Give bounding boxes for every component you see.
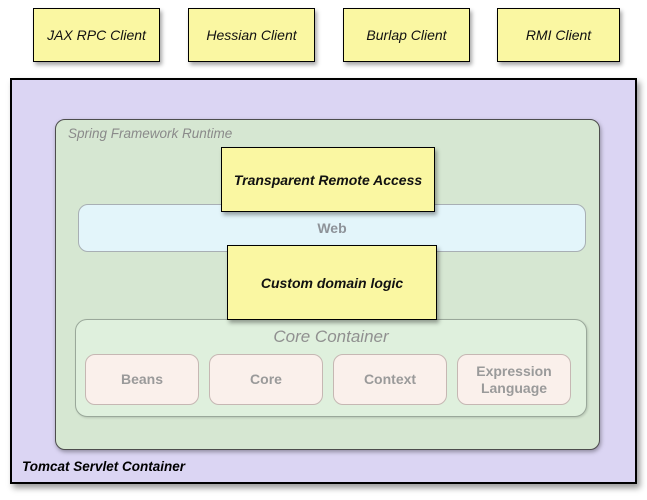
- burlap-client-box: Burlap Client: [343, 8, 470, 62]
- jax-rpc-client-box: JAX RPC Client: [33, 8, 160, 62]
- core-container-box: Core Container Beans Core Context Expres…: [75, 319, 587, 417]
- rmi-client-label: RMI Client: [525, 27, 592, 43]
- burlap-client-label: Burlap Client: [366, 27, 447, 43]
- expression-language-module-box: Expression Language: [457, 354, 571, 405]
- spring-framework-runtime-box: Spring Framework Runtime Web Transparent…: [55, 119, 600, 450]
- transparent-remote-access-box: Transparent Remote Access: [221, 147, 435, 212]
- context-module-box: Context: [333, 354, 447, 405]
- custom-domain-logic-label: Custom domain logic: [260, 274, 404, 291]
- core-module-label: Core: [250, 371, 282, 388]
- rmi-client-box: RMI Client: [497, 8, 620, 62]
- web-layer-label: Web: [317, 220, 347, 236]
- context-module-label: Context: [363, 371, 417, 388]
- beans-module-label: Beans: [120, 371, 164, 388]
- custom-domain-logic-box: Custom domain logic: [227, 245, 437, 320]
- core-container-label: Core Container: [273, 327, 389, 346]
- beans-module-box: Beans: [85, 354, 199, 405]
- tomcat-servlet-container-label: Tomcat Servlet Container: [22, 459, 186, 474]
- spring-framework-runtime-label: Spring Framework Runtime: [68, 126, 233, 141]
- expression-language-module-label: Expression Language: [476, 363, 552, 396]
- tomcat-servlet-container-box: Spring Framework Runtime Web Transparent…: [10, 78, 637, 484]
- jax-rpc-client-label: JAX RPC Client: [47, 27, 146, 43]
- core-module-box: Core: [209, 354, 323, 405]
- hessian-client-box: Hessian Client: [188, 8, 315, 62]
- transparent-remote-access-label: Transparent Remote Access: [233, 171, 423, 188]
- hessian-client-label: Hessian Client: [206, 27, 297, 43]
